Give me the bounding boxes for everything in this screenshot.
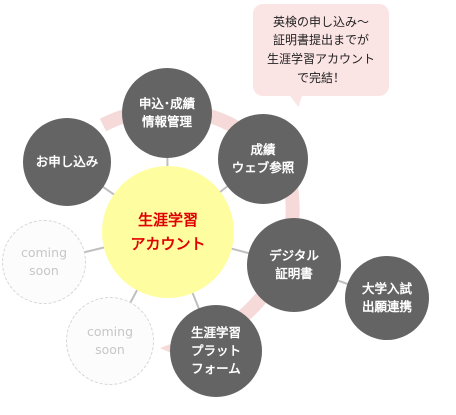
- callout-bubble: 英検の申し込み～ 証明書提出までが 生涯学習アカウント で完結！: [253, 4, 389, 96]
- center-node-lifelong-learning-account[interactable]: 生涯学習 アカウント: [102, 166, 234, 298]
- callout-text: 英検の申し込み～ 証明書提出までが 生涯学習アカウント で完結！: [266, 14, 375, 85]
- node-web-results[interactable]: 成績 ウェブ参照: [218, 114, 308, 204]
- node-digital-certificate[interactable]: デジタル 証明書: [247, 218, 341, 312]
- node-university-admission-label: 大学入試 出願連携: [361, 280, 412, 314]
- node-application-label: お申し込み: [35, 153, 99, 169]
- node-coming-soon-left-label: coming soon: [20, 244, 68, 278]
- node-coming-soon-left: coming soon: [2, 220, 86, 304]
- node-application[interactable]: お申し込み: [23, 118, 111, 206]
- node-coming-soon-bottom: coming soon: [66, 297, 154, 385]
- node-learning-platform-label: 生涯学習 プラット フォーム: [190, 324, 241, 377]
- node-digital-certificate-label: デジタル 証明書: [269, 247, 319, 281]
- callout-tail: [288, 94, 306, 107]
- center-node-label: 生涯学習 アカウント: [130, 211, 206, 253]
- node-university-admission[interactable]: 大学入試 出願連携: [345, 256, 429, 340]
- node-web-results-label: 成績 ウェブ参照: [231, 141, 295, 175]
- node-coming-soon-bottom-label: coming soon: [86, 323, 134, 357]
- node-learning-platform[interactable]: 生涯学習 プラット フォーム: [170, 305, 262, 397]
- node-application-management[interactable]: 申込･成績 情報管理: [122, 68, 212, 158]
- node-application-management-label: 申込･成績 情報管理: [138, 95, 196, 129]
